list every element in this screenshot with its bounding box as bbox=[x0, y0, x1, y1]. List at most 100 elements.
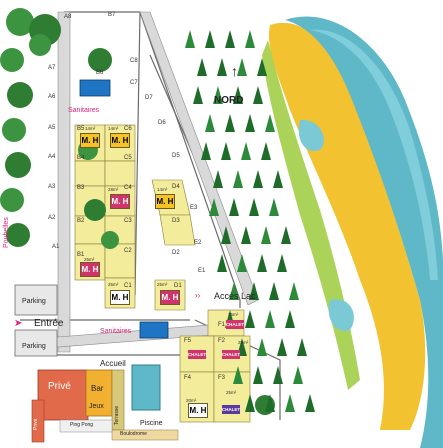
site-label-A8: A8 bbox=[64, 14, 72, 20]
pool bbox=[131, 364, 161, 411]
conifer-tree-icon bbox=[249, 198, 259, 216]
boulodrome-area bbox=[111, 429, 179, 441]
conifer-tree-icon bbox=[249, 282, 259, 300]
acces-lac-label: Accès Lac bbox=[214, 291, 256, 301]
chalet-f1[interactable]: CHALET bbox=[225, 320, 245, 329]
mobile-home-d4[interactable]: M. H bbox=[155, 194, 175, 209]
piscine-label: Piscine bbox=[140, 420, 163, 427]
conifer-tree-icon bbox=[269, 282, 279, 300]
conifer-tree-icon bbox=[261, 226, 271, 244]
round-tree-icon bbox=[88, 48, 112, 72]
round-tree-icon bbox=[2, 118, 26, 142]
site-label-C4: C4 bbox=[124, 185, 132, 191]
site-label-F2: F2 bbox=[218, 338, 226, 344]
conifer-tree-icon bbox=[245, 394, 255, 412]
site-label-B4: B4 bbox=[77, 155, 85, 161]
mobile-home-c6[interactable]: M. H bbox=[110, 133, 130, 148]
area-label-b5: 14m² bbox=[85, 126, 96, 131]
round-tree-icon bbox=[0, 188, 24, 212]
conifer-tree-icon bbox=[201, 142, 211, 160]
site-label-B7: B7 bbox=[108, 12, 116, 18]
conifer-tree-icon bbox=[269, 198, 279, 216]
conifer-tree-icon bbox=[237, 58, 247, 76]
sanitaires-bottom-label: Sanitaires bbox=[100, 328, 132, 335]
conifer-tree-icon bbox=[205, 114, 215, 132]
site-label-B2: B2 bbox=[77, 218, 85, 224]
conifer-tree-icon bbox=[241, 226, 251, 244]
round-tree-icon bbox=[0, 48, 24, 72]
site-label-F3: F3 bbox=[218, 375, 226, 381]
area-label-c6: 14m² bbox=[108, 126, 119, 131]
conifer-tree-icon bbox=[245, 30, 255, 48]
poubelles-label: Poubelles bbox=[3, 217, 10, 248]
lake-patch-2 bbox=[328, 299, 354, 331]
area-label-d1: 25m² bbox=[157, 282, 168, 287]
site-label-C7: C7 bbox=[130, 80, 138, 86]
site-label-D3: D3 bbox=[172, 218, 180, 224]
mobile-home-c1[interactable]: M. H bbox=[110, 290, 130, 305]
conifer-tree-icon bbox=[221, 142, 231, 160]
area-label-c4: 28m² bbox=[108, 187, 119, 192]
conifer-tree-icon bbox=[233, 86, 243, 104]
conifer-tree-icon bbox=[217, 254, 227, 272]
mobile-home-b1[interactable]: M. H bbox=[80, 262, 100, 277]
conifer-tree-icon bbox=[297, 338, 307, 356]
round-tree-icon bbox=[6, 223, 30, 247]
chalet-f3[interactable]: CHALET bbox=[221, 405, 241, 414]
conifer-tree-icon bbox=[273, 170, 283, 188]
site-label-A1: A1 bbox=[52, 244, 60, 250]
round-tree-icon bbox=[84, 199, 106, 221]
site-label-C6: C6 bbox=[124, 126, 132, 132]
site-label-B6: B6 bbox=[96, 70, 104, 76]
chalet-f2[interactable]: CHALET bbox=[221, 350, 241, 359]
area-label-f4: 20m² bbox=[186, 398, 197, 403]
prive-big-label: Privé bbox=[48, 381, 71, 392]
conifer-tree-icon bbox=[229, 198, 239, 216]
lake-highlight bbox=[310, 29, 438, 280]
entree-label: Entrée bbox=[34, 318, 64, 329]
mobile-home-f4[interactable]: M. H bbox=[188, 403, 208, 418]
sanitaires-top-block bbox=[79, 79, 111, 97]
conifer-tree-icon bbox=[253, 86, 263, 104]
site-label-A2: A2 bbox=[48, 215, 56, 221]
conifer-tree-icon bbox=[257, 338, 267, 356]
site-label-A4: A4 bbox=[48, 154, 56, 160]
round-tree-icon bbox=[6, 8, 34, 36]
parking-top-area bbox=[14, 284, 58, 316]
conifer-tree-icon bbox=[225, 30, 235, 48]
conifer-tree-icon bbox=[213, 170, 223, 188]
mobile-home-d1[interactable]: M. H bbox=[160, 290, 180, 305]
site-label-C8: C8 bbox=[130, 58, 138, 64]
site-label-D5: D5 bbox=[172, 153, 180, 159]
conifer-tree-icon bbox=[285, 394, 295, 412]
conifer-tree-icon bbox=[265, 114, 275, 132]
site-label-C1: C1 bbox=[124, 283, 132, 289]
site-label-C5: C5 bbox=[124, 155, 132, 161]
site-label-E2: E2 bbox=[194, 240, 202, 246]
conifer-tree-icon bbox=[233, 366, 243, 384]
area-label-d4: 14m² bbox=[157, 187, 168, 192]
conifer-tree-icon bbox=[221, 226, 231, 244]
site-label-D6: D6 bbox=[158, 120, 166, 126]
north-label: NORD bbox=[214, 95, 244, 106]
sanitaires-bottom-block bbox=[139, 321, 169, 339]
acces-lac-arrow-icon: ›› bbox=[195, 291, 201, 300]
mobile-home-c4[interactable]: M. H bbox=[110, 194, 130, 209]
conifer-tree-icon bbox=[229, 282, 239, 300]
conifer-tree-icon bbox=[285, 310, 295, 328]
conifer-tree-icon bbox=[209, 198, 219, 216]
site-label-B1: B1 bbox=[77, 252, 85, 258]
conifer-tree-icon bbox=[225, 114, 235, 132]
mobile-home-b5[interactable]: M. H bbox=[80, 133, 100, 148]
area-label-b1: 25m² bbox=[84, 257, 95, 262]
parking-bottom-area bbox=[14, 329, 58, 357]
conifer-tree-icon bbox=[253, 170, 263, 188]
conifer-tree-icon bbox=[257, 58, 267, 76]
conifer-tree-icon bbox=[237, 254, 247, 272]
conifer-tree-icon bbox=[265, 394, 275, 412]
conifer-tree-icon bbox=[197, 58, 207, 76]
chalet-f5[interactable]: CHALET bbox=[187, 350, 207, 359]
conifer-tree-icon bbox=[245, 114, 255, 132]
terrasse-label: Terrasse bbox=[114, 405, 120, 425]
